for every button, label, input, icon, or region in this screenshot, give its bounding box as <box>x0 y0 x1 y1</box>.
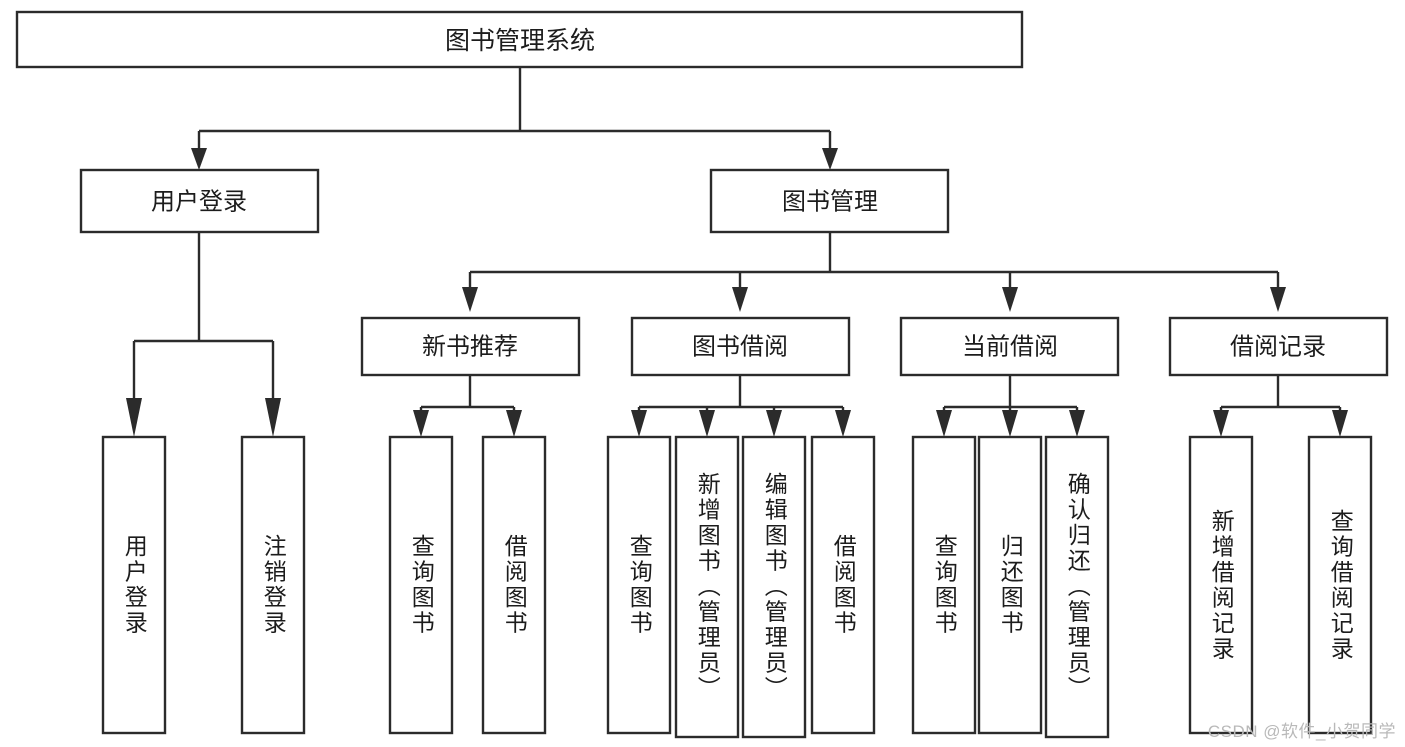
leaf-box-return-book[interactable] <box>977 435 1043 735</box>
csdn-watermark: CSDN @软件_小贺同学 <box>1207 722 1396 741</box>
node-book-management[interactable]: 图书管理 <box>709 168 950 234</box>
node-current-borrow[interactable]: 当前借阅 <box>899 316 1120 377</box>
arrow-head-new-book-rec <box>462 287 478 312</box>
arrow-head-book-borrow <box>732 287 748 312</box>
arrow-head-leaf-add-book <box>699 410 715 437</box>
leaf-box-add-book[interactable] <box>674 435 740 739</box>
arrow-head-leaf-query-record <box>1332 410 1348 437</box>
node-book-management-box[interactable] <box>709 168 950 234</box>
node-new-book-recommend[interactable]: 新书推荐 <box>360 316 581 377</box>
arrow-head-leaf-query-book-c <box>936 410 952 437</box>
leaf-box-query-book-b[interactable] <box>606 435 672 735</box>
arrow-head-leaf-confirm-return <box>1069 410 1085 437</box>
node-book-borrow[interactable]: 图书借阅 <box>630 316 851 377</box>
node-root-box[interactable] <box>15 10 1024 69</box>
leaf-box-user-login[interactable] <box>101 435 167 735</box>
node-user-login[interactable]: 用户登录 <box>79 168 320 234</box>
arrow-head-leaf-borrow-book-b <box>835 410 851 437</box>
arrow-head-book-mgmt <box>822 148 838 170</box>
node-borrow-record-label: 借阅记录 <box>1230 334 1326 361</box>
arrow-head-user-login <box>191 148 207 170</box>
node-current-borrow-box[interactable] <box>899 316 1120 377</box>
arrow-head-leaf-query-book-a <box>413 410 429 437</box>
leaf-box-borrow-book-b[interactable] <box>810 435 876 735</box>
arrow-head-leaf-user-login <box>126 398 142 437</box>
connector-layer <box>126 67 1348 437</box>
leaf-box-confirm-return[interactable] <box>1044 435 1110 739</box>
arrow-head-leaf-logout <box>265 398 281 437</box>
arrow-head-leaf-add-record <box>1213 410 1229 437</box>
node-user-login-box[interactable] <box>79 168 320 234</box>
node-user-login-label: 用户登录 <box>151 189 247 216</box>
leaf-box-edit-book[interactable] <box>741 435 807 739</box>
arrow-head-leaf-return-book <box>1002 410 1018 437</box>
node-book-management-label: 图书管理 <box>782 189 878 216</box>
node-current-borrow-label: 当前借阅 <box>962 334 1058 361</box>
leaf-box-query-record[interactable] <box>1307 435 1373 735</box>
arrow-head-leaf-query-book-b <box>631 410 647 437</box>
leaf-box-borrow-book-a[interactable] <box>481 435 547 735</box>
node-new-book-recommend-label: 新书推荐 <box>422 334 518 361</box>
node-root-label: 图书管理系统 <box>445 27 595 55</box>
arrow-head-current-borrow <box>1002 287 1018 312</box>
node-borrow-record-box[interactable] <box>1168 316 1389 377</box>
arrow-head-leaf-borrow-book-a <box>506 410 522 437</box>
node-book-borrow-label: 图书借阅 <box>692 334 788 361</box>
node-layer: 图书管理系统 用户登录 图书管理 新书推荐 图书借阅 当前 <box>15 10 1389 739</box>
leaf-box-query-book-a[interactable] <box>388 435 454 735</box>
arrow-head-borrow-record <box>1270 287 1286 312</box>
leaf-box-logout[interactable] <box>240 435 306 735</box>
leaf-box-query-book-c[interactable] <box>911 435 977 735</box>
arrow-head-leaf-edit-book <box>766 410 782 437</box>
node-new-book-recommend-box[interactable] <box>360 316 581 377</box>
node-book-borrow-box[interactable] <box>630 316 851 377</box>
node-root-book-management-system[interactable]: 图书管理系统 <box>15 10 1024 69</box>
node-borrow-record[interactable]: 借阅记录 <box>1168 316 1389 377</box>
leaf-box-add-record[interactable] <box>1188 435 1254 735</box>
